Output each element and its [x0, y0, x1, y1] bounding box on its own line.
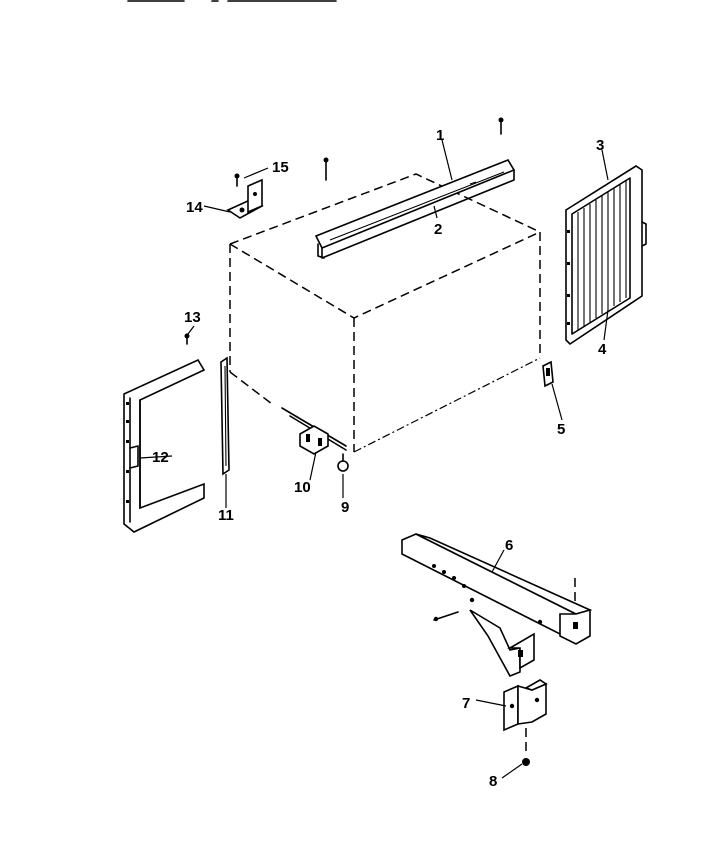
screw-icon — [234, 173, 240, 187]
top-rail-part — [314, 159, 516, 259]
callout-labels: 1 2 3 4 5 6 7 8 9 10 11 12 13 14 15 — [152, 127, 607, 790]
bolt-part — [522, 728, 530, 766]
callout-15: 15 — [272, 159, 289, 176]
callout-12: 12 — [152, 449, 169, 466]
screw-icon — [323, 157, 329, 181]
callout-10: 10 — [294, 479, 311, 496]
vertical-strip-part — [220, 356, 230, 476]
callout-6: 6 — [505, 537, 513, 554]
angle-bracket-part — [226, 178, 264, 219]
callout-11: 11 — [218, 507, 234, 524]
callout-7: 7 — [462, 695, 470, 712]
callout-5: 5 — [557, 421, 565, 438]
callout-2: 2 — [434, 221, 442, 238]
callout-1: 1 — [436, 127, 444, 144]
screw-icon — [184, 333, 190, 345]
clip-part — [542, 360, 554, 388]
callout-9: 9 — [341, 499, 349, 516]
u-bracket-part — [503, 679, 548, 732]
callout-13: 13 — [184, 309, 201, 326]
side-curtain-frame — [123, 358, 206, 533]
callout-14: 14 — [186, 199, 203, 216]
leader-lines — [139, 139, 609, 779]
callout-4: 4 — [598, 341, 607, 358]
base-bracket-part — [299, 425, 329, 455]
screw-icon — [498, 117, 504, 135]
callout-3: 3 — [596, 137, 604, 154]
cabinet-outline — [229, 173, 541, 453]
support-bracket-part — [401, 533, 593, 678]
nut-part — [337, 453, 349, 472]
side-louver-panel — [565, 165, 647, 346]
callout-8: 8 — [489, 773, 497, 790]
